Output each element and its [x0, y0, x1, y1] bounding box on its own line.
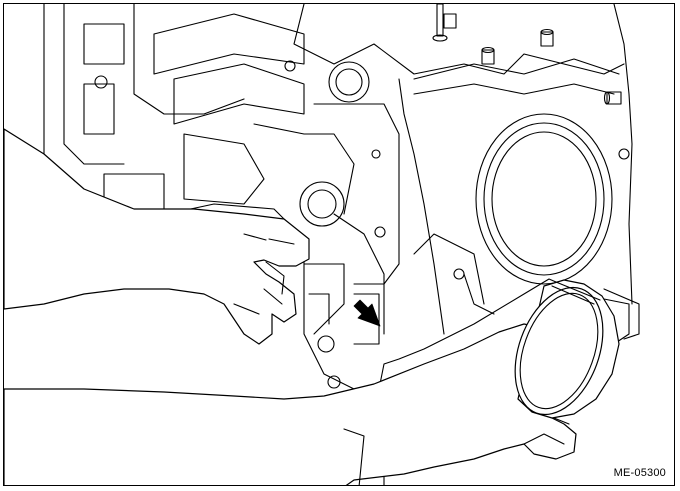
oil-passage-upper — [328, 61, 370, 103]
right-hand-illustration — [4, 323, 577, 485]
oil-seal-illustration — [514, 279, 620, 419]
oil-passage-lower — [299, 181, 345, 227]
bolt-icon — [481, 46, 495, 65]
arrow-icon — [353, 299, 381, 327]
cylinder-bore — [475, 113, 613, 285]
bolt-icon — [432, 4, 457, 42]
figure-reference-code: ME-05300 — [613, 467, 666, 479]
engine-block-illustration — [4, 4, 640, 485]
bolt-icon — [540, 28, 554, 47]
figure-frame: ME-05300 — [3, 3, 675, 486]
left-hand-illustration — [4, 128, 310, 345]
